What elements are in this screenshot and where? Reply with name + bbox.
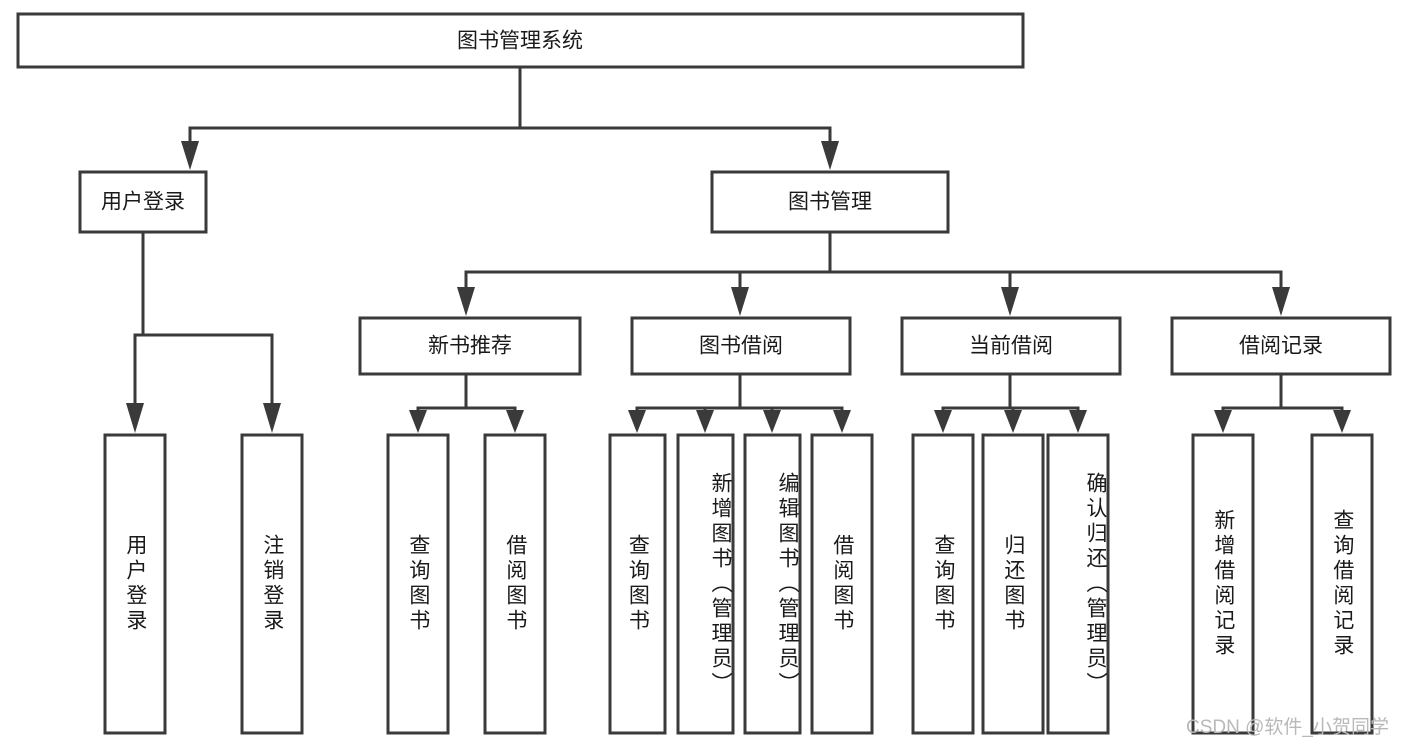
node-book-manage-rect[interactable] bbox=[710, 170, 950, 234]
node-root-label: 图书管理系统 bbox=[457, 30, 583, 53]
node-book-borrow[interactable]: 图书借阅 bbox=[630, 316, 852, 376]
node-root[interactable]: 图书管理系统 bbox=[16, 12, 1025, 69]
arrowhead-book-borrow bbox=[731, 287, 749, 316]
node-root-rect[interactable] bbox=[16, 12, 1025, 69]
arrowhead-leaf-confirm-return bbox=[1069, 410, 1087, 433]
leaf-user-logout-rect[interactable] bbox=[240, 433, 304, 735]
arrowhead-new-book-recommend bbox=[457, 287, 475, 316]
arrowhead-leaf-query-record bbox=[1333, 410, 1351, 433]
node-user-login-rect[interactable] bbox=[78, 170, 208, 234]
arrowhead-leaf-query-book-2 bbox=[628, 410, 646, 433]
node-borrow-record[interactable]: 借阅记录 bbox=[1170, 316, 1392, 376]
node-new-book-recommend-rect[interactable] bbox=[358, 316, 582, 376]
leaf-edit-book-rect[interactable] bbox=[743, 433, 802, 735]
node-current-borrow[interactable]: 当前借阅 bbox=[900, 316, 1122, 376]
node-book-borrow-rect[interactable] bbox=[630, 316, 852, 376]
node-current-borrow-rect[interactable] bbox=[900, 316, 1122, 376]
arrowhead-borrow-record bbox=[1272, 287, 1290, 316]
arrowhead-leaf-borrow-book-2 bbox=[833, 410, 851, 433]
connector-group-borrow-record bbox=[1214, 372, 1351, 433]
node-book-manage-label: 图书管理 bbox=[788, 191, 872, 214]
connector-group-book-borrow bbox=[628, 372, 851, 433]
arrowhead-leaf-edit-book bbox=[763, 410, 781, 433]
leaf-query-record-rect[interactable] bbox=[1310, 433, 1374, 735]
leaf-user-login-rect[interactable] bbox=[103, 433, 167, 735]
arrowhead-current-borrow bbox=[1001, 287, 1019, 316]
node-borrow-record-label: 借阅记录 bbox=[1239, 335, 1323, 358]
node-book-manage[interactable]: 图书管理 bbox=[710, 170, 950, 234]
arrowhead-leaf-return-book bbox=[1004, 410, 1022, 433]
leaf-query-book-3-rect[interactable] bbox=[911, 433, 975, 735]
leaf-add-book-rect[interactable] bbox=[676, 433, 735, 735]
node-new-book-recommend[interactable]: 新书推荐 bbox=[358, 316, 582, 376]
connector-group-user-login bbox=[126, 230, 281, 433]
node-borrow-record-rect[interactable] bbox=[1170, 316, 1392, 376]
connector-group-root bbox=[181, 65, 839, 170]
connector-group-book-manage bbox=[457, 230, 1290, 316]
node-user-login-label: 用户登录 bbox=[101, 191, 185, 214]
node-user-login[interactable]: 用户登录 bbox=[78, 170, 208, 234]
leaf-return-book-rect[interactable] bbox=[981, 433, 1045, 735]
arrowhead-leaf-borrow-book-1 bbox=[506, 410, 524, 433]
arrowhead-leaf-add-book bbox=[696, 410, 714, 433]
arrowhead-leaf-user-login bbox=[126, 403, 144, 433]
arrowhead-user-login bbox=[181, 141, 199, 170]
node-book-borrow-label: 图书借阅 bbox=[699, 335, 783, 358]
leaf-borrow-book-2-rect[interactable] bbox=[810, 433, 874, 735]
arrowhead-leaf-user-logout bbox=[263, 403, 281, 433]
leaf-boxes bbox=[103, 433, 1374, 735]
connector-group-current-borrow bbox=[934, 372, 1087, 433]
leaf-add-record-rect[interactable] bbox=[1191, 433, 1255, 735]
arrowhead-book-manage bbox=[821, 141, 839, 170]
node-current-borrow-label: 当前借阅 bbox=[969, 335, 1053, 358]
arrowhead-leaf-query-book-1 bbox=[409, 410, 427, 433]
leaf-confirm-return-rect[interactable] bbox=[1046, 433, 1110, 735]
leaf-query-book-2-rect[interactable] bbox=[608, 433, 667, 735]
arrowhead-leaf-query-book-3 bbox=[934, 410, 952, 433]
connector-group-new-book-recommend bbox=[409, 372, 524, 433]
node-new-book-recommend-label: 新书推荐 bbox=[428, 335, 512, 358]
csdn-watermark: CSDN @软件_小贺同学 bbox=[1186, 717, 1389, 738]
arrowhead-leaf-add-record bbox=[1214, 410, 1232, 433]
leaf-borrow-book-1-rect[interactable] bbox=[483, 433, 547, 735]
leaf-query-book-1-rect[interactable] bbox=[386, 433, 450, 735]
